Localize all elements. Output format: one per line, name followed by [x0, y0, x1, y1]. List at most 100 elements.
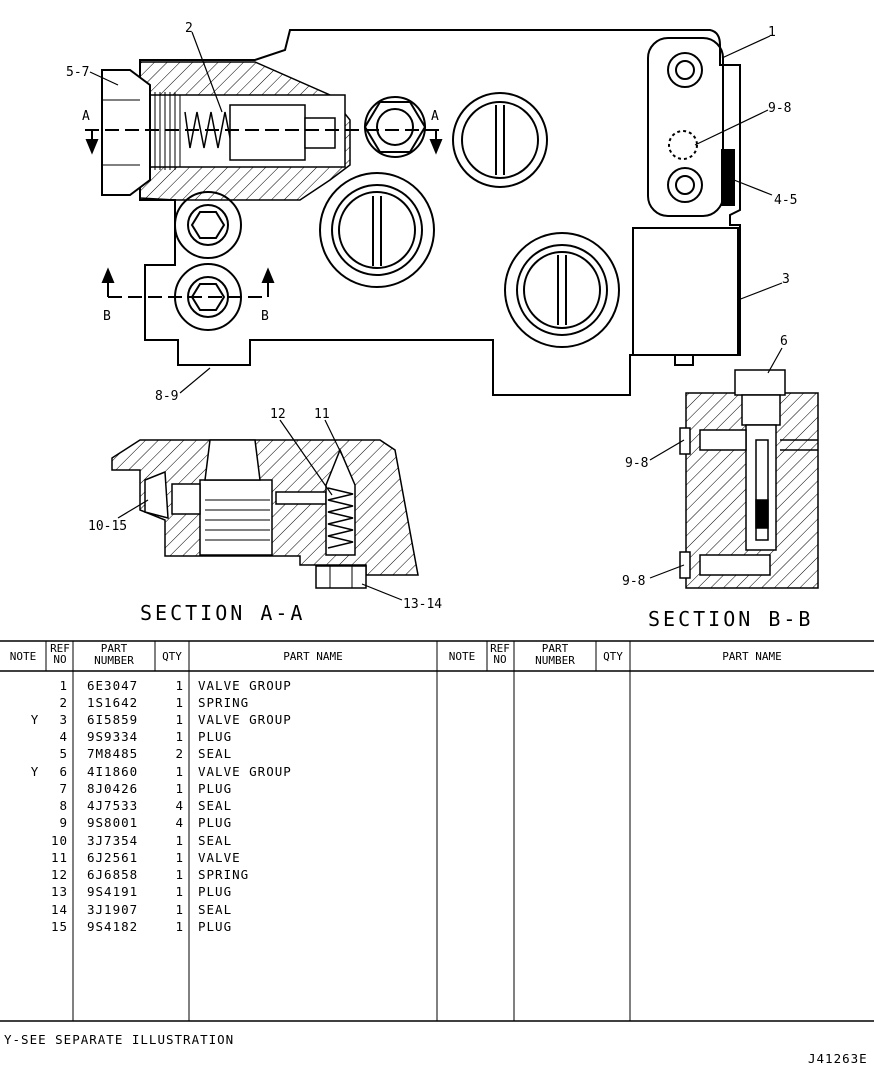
- row-part-name: VALVE GROUP: [198, 678, 292, 693]
- row-part-name: SEAL: [198, 833, 232, 848]
- section-cut-lines: [85, 129, 443, 298]
- row-part-number: 4I1860: [87, 764, 138, 779]
- section-b-marker-right: B: [261, 309, 269, 324]
- row-part-number: 6J2561: [87, 850, 138, 865]
- callout-8-9: 8-9: [155, 389, 178, 404]
- row-qty: 1: [175, 919, 184, 934]
- row-ref: 14: [51, 902, 68, 917]
- table-row: 15 9S4182 1 PLUG: [51, 919, 232, 934]
- callout-9-8-b2: 9-8: [622, 574, 645, 589]
- header-part-name-2: PART NAME: [722, 650, 782, 663]
- row-part-name: PLUG: [198, 781, 232, 796]
- callout-leaders: [89, 31, 783, 394]
- row-part-name: PLUG: [198, 815, 232, 830]
- header-ref-no: NO: [53, 653, 66, 666]
- row-part-number: 6I5859: [87, 712, 138, 727]
- row-ref: 4: [59, 729, 68, 744]
- header-part-number: NUMBER: [94, 654, 134, 667]
- header-qty-2: QTY: [603, 650, 623, 663]
- table-row: 11 6J2561 1 VALVE: [51, 850, 241, 865]
- row-ref: 1: [59, 678, 68, 693]
- row-ref: 15: [51, 919, 68, 934]
- row-qty: 1: [175, 867, 184, 882]
- section-a-a-leaders: [117, 419, 403, 601]
- section-a-marker-left: A: [82, 109, 90, 124]
- row-part-name: PLUG: [198, 884, 232, 899]
- row-ref: 9: [59, 815, 68, 830]
- row-qty: 1: [175, 850, 184, 865]
- row-part-number: 3J7354: [87, 833, 138, 848]
- callout-13-14: 13-14: [403, 597, 442, 612]
- row-part-number: 6E3047: [87, 678, 138, 693]
- row-part-name: VALVE GROUP: [198, 764, 292, 779]
- row-qty: 1: [175, 902, 184, 917]
- row-qty: 1: [175, 695, 184, 710]
- row-ref: 3: [59, 712, 68, 727]
- row-part-name: VALVE: [198, 850, 241, 865]
- row-qty: 1: [175, 729, 184, 744]
- table-row: 1 6E3047 1 VALVE GROUP: [59, 678, 292, 693]
- row-part-name: PLUG: [198, 919, 232, 934]
- callout-5-7: 5-7: [66, 65, 89, 80]
- section-b-b-title: SECTION B-B: [648, 607, 813, 631]
- row-part-name: SPRING: [198, 867, 249, 882]
- section-a-a-drawing: [111, 439, 419, 589]
- section-a-marker-right: A: [431, 109, 439, 124]
- header-qty: QTY: [162, 650, 182, 663]
- row-ref: 6: [59, 764, 68, 779]
- header-ref: REF: [50, 642, 70, 655]
- row-part-name: SEAL: [198, 798, 232, 813]
- callout-9-8-b1: 9-8: [625, 456, 648, 471]
- row-qty: 1: [175, 833, 184, 848]
- header-note: NOTE: [10, 650, 37, 663]
- row-ref: 13: [51, 884, 68, 899]
- row-qty: 4: [175, 815, 184, 830]
- row-note: Y: [31, 712, 40, 727]
- header-part-number-2: NUMBER: [535, 654, 575, 667]
- header-note-2: NOTE: [449, 650, 476, 663]
- row-part-number: 6J6858: [87, 867, 138, 882]
- callout-12: 12: [270, 407, 286, 422]
- row-ref: 7: [59, 781, 68, 796]
- header-ref-2: REF: [490, 642, 510, 655]
- callout-1: 1: [768, 25, 776, 40]
- callout-6: 6: [780, 334, 788, 349]
- row-part-number: 9S4182: [87, 919, 138, 934]
- row-part-number: 4J7533: [87, 798, 138, 813]
- callout-10-15: 10-15: [88, 519, 127, 534]
- row-qty: 2: [175, 746, 184, 761]
- row-ref: 12: [51, 867, 68, 882]
- header-ref-no-2: NO: [493, 653, 506, 666]
- row-ref: 2: [59, 695, 68, 710]
- row-part-number: 7M8485: [87, 746, 138, 761]
- row-part-name: VALVE GROUP: [198, 712, 292, 727]
- row-part-number: 9S8001: [87, 815, 138, 830]
- row-part-number: 9S4191: [87, 884, 138, 899]
- row-ref: 11: [51, 850, 68, 865]
- header-part-name: PART NAME: [283, 650, 343, 663]
- row-qty: 1: [175, 712, 184, 727]
- row-qty: 1: [175, 781, 184, 796]
- row-qty: 1: [175, 764, 184, 779]
- row-qty: 1: [175, 678, 184, 693]
- section-b-marker-left: B: [103, 309, 111, 324]
- table-row: 12 6J6858 1 SPRING: [51, 867, 249, 882]
- footnote: Y-SEE SEPARATE ILLUSTRATION: [4, 1032, 234, 1047]
- row-part-name: SPRING: [198, 695, 249, 710]
- section-b-b-drawing: [679, 369, 819, 589]
- row-ref: 8: [59, 798, 68, 813]
- drawing-id: J41263E: [808, 1051, 868, 1066]
- table-row: 10 3J7354 1 SEAL: [51, 833, 232, 848]
- row-ref: 5: [59, 746, 68, 761]
- row-ref: 10: [51, 833, 68, 848]
- table-row: Y 3 6I5859 1 VALVE GROUP: [31, 712, 292, 727]
